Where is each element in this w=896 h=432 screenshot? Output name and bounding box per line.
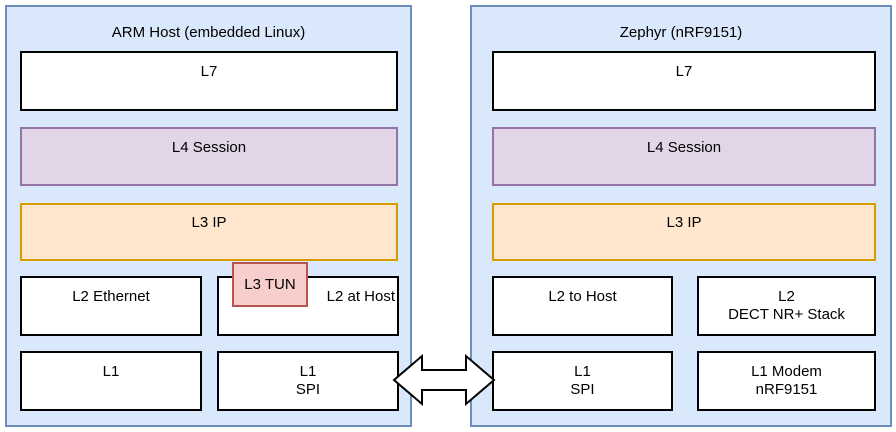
- panel-arm-host: ARM Host (embedded Linux) L7 L4 Session …: [5, 5, 412, 427]
- box-host-l4-session: L4 Session: [20, 127, 398, 186]
- box-zephyr-l4-session: L4 Session: [492, 127, 876, 186]
- box-zephyr-l3-ip: L3 IP: [492, 203, 876, 261]
- panel-arm-host-title: ARM Host (embedded Linux): [111, 24, 306, 41]
- bidirectional-arrow-icon: [392, 353, 496, 407]
- box-host-l3-ip: L3 IP: [20, 203, 398, 261]
- box-host-l3-tun: L3 TUN: [232, 262, 308, 307]
- panel-zephyr-title: Zephyr (nRF9151): [619, 24, 743, 41]
- box-host-l7: L7: [20, 51, 398, 111]
- panel-zephyr: Zephyr (nRF9151) L7 L4 Session L3 IP L2 …: [470, 5, 892, 427]
- box-zephyr-l1-spi: L1 SPI: [492, 351, 673, 411]
- box-zephyr-l1-modem: L1 Modem nRF9151: [697, 351, 876, 411]
- box-zephyr-l2-dect-nr-stack: L2 DECT NR+ Stack: [697, 276, 876, 336]
- box-host-l1-spi: L1 SPI: [217, 351, 399, 411]
- box-host-l2-ethernet: L2 Ethernet: [20, 276, 202, 336]
- box-zephyr-l2-to-host: L2 to Host: [492, 276, 673, 336]
- box-host-l1: L1: [20, 351, 202, 411]
- box-zephyr-l7: L7: [492, 51, 876, 111]
